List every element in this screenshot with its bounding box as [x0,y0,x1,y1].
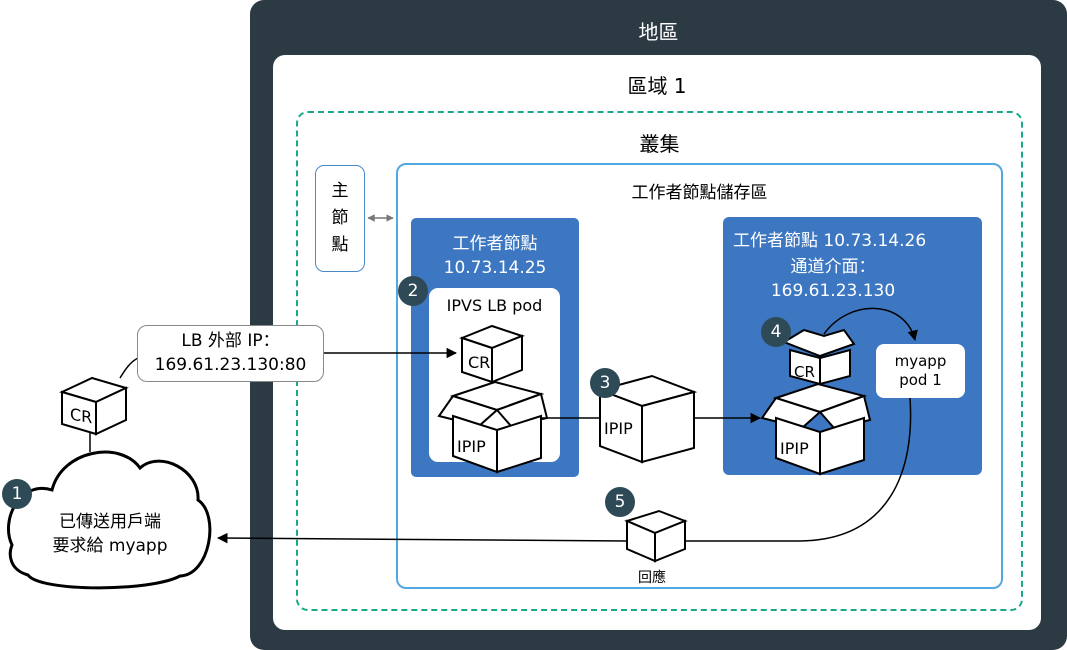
worker-node-1-title: 工作者節點 10.73.14.25 [411,232,579,280]
client-cloud [7,450,212,590]
pod-ipip-box: IPIP [437,380,549,474]
region-label: 地區 [638,20,679,44]
client-request-line2: 要求給 myapp [52,536,168,556]
cr-to-myapp-arrow [823,307,918,342]
lb-external-ip-box: LB 外部 IP： 169.61.23.130:80 [137,325,324,382]
myapp-pod: myapp pod 1 [876,344,965,398]
pod-ipip-text: IPIP [457,437,486,456]
tunnel-ipip-box: IPIP [596,374,698,464]
worker2-ipip-box: IPIP [760,382,872,476]
step-badge-3: 3 [590,368,620,398]
pod-cr-box: CR [459,324,525,384]
tunnel-interface-ip: 169.61.23.130 [770,281,896,301]
step-badge-1: 1 [2,479,32,509]
cr-lb-line [119,357,139,379]
worker-pool-label: 工作者節點儲存區 [631,183,768,203]
myapp-return-path [686,397,912,542]
tunnel-ipip-text: IPIP [604,419,633,438]
worker-pool-container [396,163,1003,589]
client-request-line1: 已傳送用戶端 [59,512,161,532]
worker2-ipip-text: IPIP [780,439,809,458]
pod-cr-text: CR [468,353,490,372]
step-badge-4: 4 [761,317,791,347]
reply-label: 回應 [638,570,666,586]
cluster-label: 叢集 [639,132,680,156]
worker-node-2-title: 工作者節點 10.73.14.26 [733,231,927,251]
lb-external-ip-label: LB 外部 IP： [181,331,280,351]
lb-external-ip-value: 169.61.23.130:80 [154,355,307,375]
client-request-text: 已傳送用戶端 要求給 myapp [20,510,200,558]
reply-to-client-arrow [216,532,628,544]
zone-label: 區域 1 [627,74,687,98]
worker-node-1-label: 工作者節點 [452,234,538,254]
step-badge-2: 2 [398,276,428,306]
step-badge-5: 5 [605,487,635,517]
client-cr-box: CR [59,376,129,436]
tunnel-interface: 通道介面： 169.61.23.130 [733,255,933,303]
reply-box [624,509,688,563]
client-cr-text: CR [70,405,92,428]
worker2-cr-text: CR [794,363,815,381]
master-node: 主節點 [315,165,365,272]
myapp-pod-number: pod 1 [899,371,942,389]
worker-node-1-ip: 10.73.14.25 [443,258,547,278]
ipvs-lb-pod-label: IPVS LB pod [446,296,543,315]
tunnel-interface-label: 通道介面： [790,257,876,277]
master-node-label: 主節點 [331,181,349,255]
worker2-cr-box: CR [781,328,856,386]
myapp-pod-name: myapp [894,352,947,370]
